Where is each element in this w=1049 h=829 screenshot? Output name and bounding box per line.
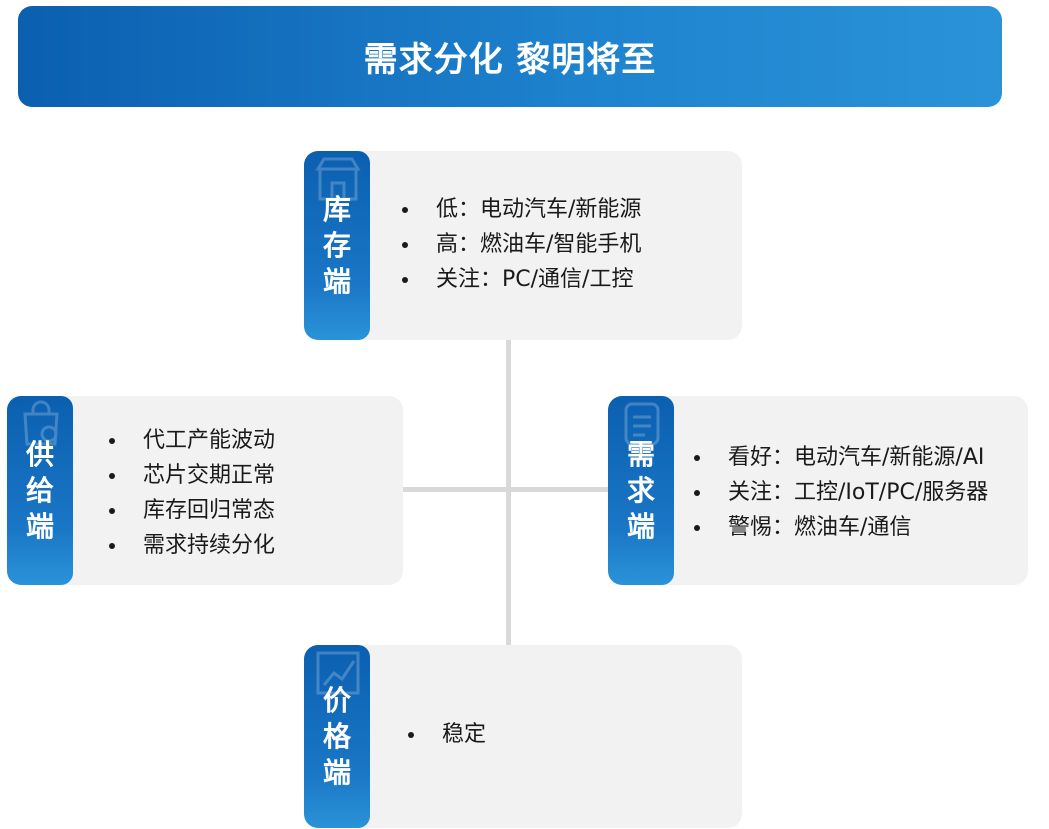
list-item: 代工产能波动 bbox=[109, 423, 275, 458]
supply-tab-label: 供 给 端 bbox=[7, 437, 73, 545]
demand-label-char: 求 bbox=[626, 473, 655, 507]
price-label-char: 价 bbox=[322, 683, 351, 717]
supply-tab: 供 给 端 bbox=[7, 396, 73, 585]
list-item: 警惕：燃油车/通信 bbox=[694, 510, 988, 545]
supply-card: 供 给 端 代工产能波动 芯片交期正常 库存回归常态 需求持续分化 bbox=[7, 396, 403, 585]
price-tab: 价 格 端 bbox=[304, 645, 370, 828]
inventory-label-char: 库 bbox=[322, 192, 351, 226]
list-item: 库存回归常态 bbox=[109, 493, 275, 528]
document-list-icon bbox=[624, 402, 660, 446]
inventory-tab-label: 库 存 端 bbox=[304, 192, 370, 300]
price-label-char: 格 bbox=[322, 719, 351, 753]
line-chart-icon bbox=[316, 651, 360, 695]
inventory-card: 库 存 端 低：电动汽车/新能源 高：燃油车/智能手机 关注：PC/通信/工控 bbox=[304, 151, 742, 340]
inventory-label-char: 端 bbox=[322, 264, 351, 298]
list-item: 低：电动汽车/新能源 bbox=[402, 192, 641, 227]
list-item: 需求持续分化 bbox=[109, 528, 275, 563]
supply-list: 代工产能波动 芯片交期正常 库存回归常态 需求持续分化 bbox=[109, 423, 275, 563]
supply-label-char: 端 bbox=[25, 509, 54, 543]
list-item: 关注：PC/通信/工控 bbox=[402, 262, 641, 297]
demand-label-char: 端 bbox=[626, 509, 655, 543]
list-item: 芯片交期正常 bbox=[109, 458, 275, 493]
horizontal-connector bbox=[402, 487, 610, 492]
demand-tab: 需 求 端 bbox=[608, 396, 674, 585]
demand-label-char: 需 bbox=[626, 437, 655, 471]
inventory-label-char: 存 bbox=[322, 228, 351, 262]
price-card: 价 格 端 稳定 bbox=[304, 645, 742, 828]
shopping-bag-icon bbox=[23, 400, 59, 446]
list-item: 看好：电动汽车/新能源/AI bbox=[694, 440, 988, 475]
vertical-connector bbox=[506, 338, 511, 648]
inventory-list: 低：电动汽车/新能源 高：燃油车/智能手机 关注：PC/通信/工控 bbox=[402, 192, 641, 297]
list-item: 高：燃油车/智能手机 bbox=[402, 227, 641, 262]
inventory-tab: 库 存 端 bbox=[304, 151, 370, 340]
storefront-icon bbox=[315, 157, 361, 201]
supply-label-char: 供 bbox=[25, 437, 54, 471]
list-item: 关注：工控/IoT/PC/服务器 bbox=[694, 475, 988, 510]
list-item: 稳定 bbox=[408, 717, 486, 752]
price-label-char: 端 bbox=[322, 755, 351, 789]
page-title: 需求分化 黎明将至 bbox=[363, 40, 657, 80]
title-banner: 需求分化 黎明将至 bbox=[18, 6, 1002, 107]
supply-label-char: 给 bbox=[25, 473, 54, 507]
price-tab-label: 价 格 端 bbox=[304, 683, 370, 791]
demand-tab-label: 需 求 端 bbox=[608, 437, 674, 545]
demand-list: 看好：电动汽车/新能源/AI 关注：工控/IoT/PC/服务器 警惕：燃油车/通… bbox=[694, 440, 988, 545]
demand-card: 需 求 端 看好：电动汽车/新能源/AI 关注：工控/IoT/PC/服务器 警惕… bbox=[608, 396, 1028, 585]
price-list: 稳定 bbox=[408, 717, 486, 752]
